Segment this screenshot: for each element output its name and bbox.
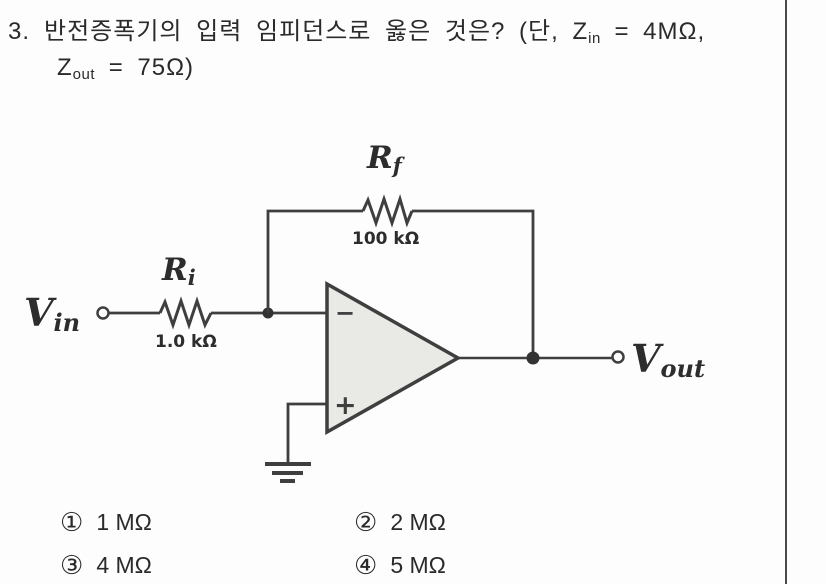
circuit-diagram: − + [96, 193, 625, 483]
wire-plus-to-ground [286, 402, 327, 463]
question-line-2: Zout = 75Ω) [57, 54, 195, 83]
zout-subscript: out [72, 66, 96, 83]
choice-2-label: 2 MΩ [390, 509, 446, 535]
output-terminal [611, 350, 625, 364]
junction-dot-output [526, 351, 540, 365]
opamp-plus-label: + [334, 390, 357, 421]
opamp-triangle [325, 281, 462, 435]
vout-label: Vout [631, 336, 706, 383]
question-text: 반전증폭기의 입력 임피던스로 옳은 것은? (단, Z [44, 18, 589, 45]
resistor-rf-symbol [361, 193, 414, 228]
question-line-1: 3. 반전증폭기의 입력 임피던스로 옳은 것은? (단, Zin = 4MΩ, [8, 11, 706, 47]
choice-4-label: 5 MΩ [390, 552, 446, 578]
choice-3-marker: ③ [60, 550, 84, 580]
ground-icon [265, 462, 311, 483]
choice-4: ④ 5 MΩ [354, 550, 446, 581]
choice-3-label: 4 MΩ [96, 552, 152, 578]
question-line-2-tail: = 75Ω) [95, 54, 195, 81]
question-text-tail: = 4MΩ, [600, 18, 706, 45]
feedback-wire-left [266, 209, 363, 313]
feedback-wire-right [412, 209, 535, 358]
vin-label: Vin [24, 290, 81, 337]
question-number: 3. [8, 18, 31, 45]
choice-1-marker: ① [60, 507, 84, 537]
rf-value: 100 kΩ [352, 229, 420, 249]
resistor-ri-symbol [158, 296, 213, 330]
rf-label: Rf [367, 140, 402, 178]
zin-subscript: in [588, 30, 601, 47]
column-divider-line [785, 0, 787, 584]
ri-value: 1.0 kΩ [155, 332, 217, 352]
zout-symbol: Z [57, 54, 73, 81]
choice-4-marker: ④ [354, 550, 378, 580]
choice-1-label: 1 MΩ [96, 509, 152, 535]
choice-2-marker: ② [354, 507, 378, 537]
input-terminal [96, 306, 110, 320]
ri-label: Ri [162, 252, 196, 290]
choice-3: ③ 4 MΩ [60, 550, 152, 581]
opamp-minus-label: − [335, 299, 355, 327]
choice-2: ② 2 MΩ [354, 507, 446, 538]
choice-1: ① 1 MΩ [60, 507, 152, 538]
